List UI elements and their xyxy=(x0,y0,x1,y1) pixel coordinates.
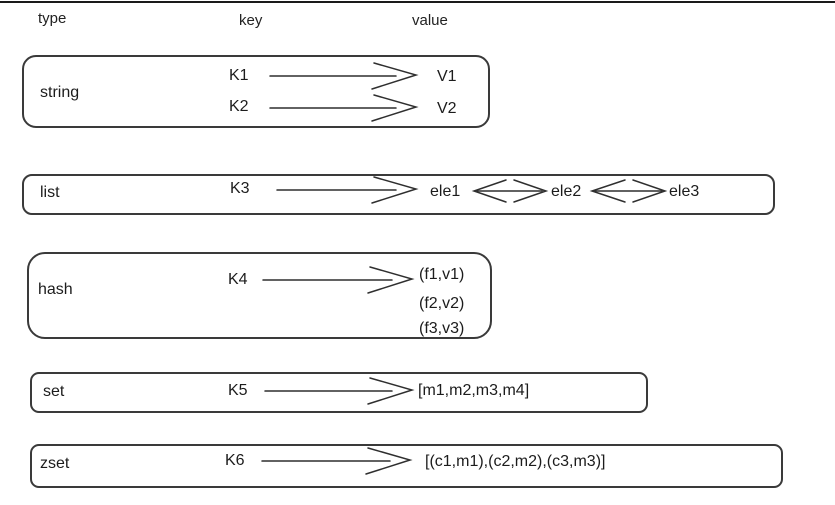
value-label-ele2: ele2 xyxy=(551,183,582,200)
value-label-ele1: ele1 xyxy=(430,183,461,200)
key-label-k4: K4 xyxy=(228,271,248,288)
key-label-k1: K1 xyxy=(229,67,249,84)
value-label-f1v1: (f1,v1) xyxy=(419,266,465,283)
key-label-k5: K5 xyxy=(228,382,248,399)
value-label-set-members: [m1,m2,m3,m4] xyxy=(418,382,530,399)
key-label-k6: K6 xyxy=(225,452,245,469)
type-box-zset xyxy=(30,444,783,488)
column-header-key: key xyxy=(239,12,263,29)
value-label-zset-members: [(c1,m1),(c2,m2),(c3,m3)] xyxy=(425,453,606,470)
type-label-hash: hash xyxy=(38,281,73,298)
key-label-k3: K3 xyxy=(230,180,250,197)
value-label-v2: V2 xyxy=(437,100,457,117)
type-label-set: set xyxy=(43,383,65,400)
value-label-f2v2: (f2,v2) xyxy=(419,295,465,312)
type-box-string xyxy=(22,55,490,128)
type-box-hash xyxy=(27,252,492,339)
type-label-zset: zset xyxy=(40,455,70,472)
type-label-list: list xyxy=(40,184,60,201)
column-header-value: value xyxy=(412,12,448,29)
value-label-f3v3: (f3,v3) xyxy=(419,320,465,337)
value-label-v1: V1 xyxy=(437,68,457,85)
type-box-set xyxy=(30,372,648,413)
type-box-list xyxy=(22,174,775,215)
column-header-type: type xyxy=(38,10,67,27)
key-label-k2: K2 xyxy=(229,98,249,115)
value-label-ele3: ele3 xyxy=(669,183,700,200)
top-border-rule xyxy=(0,1,835,3)
type-label-string: string xyxy=(40,84,80,101)
